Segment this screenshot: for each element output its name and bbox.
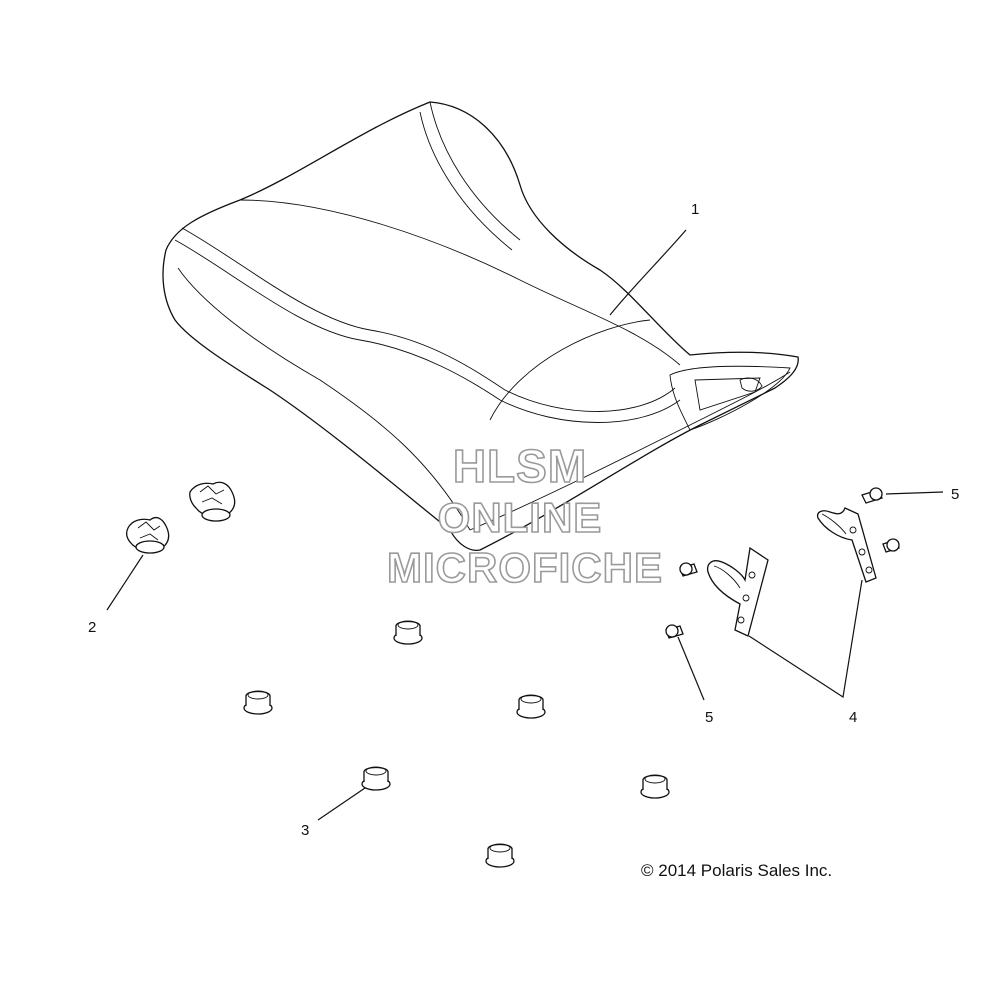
seat-assembly xyxy=(162,101,799,551)
bumper-2 xyxy=(243,690,273,715)
callout-3: 3 xyxy=(301,822,309,839)
callout-5-top: 5 xyxy=(951,486,959,503)
watermark: HLSM ONLINE MICROFICHE xyxy=(386,439,663,592)
screw-a xyxy=(861,487,883,504)
latch-bracket-right xyxy=(816,507,877,583)
bumper-5 xyxy=(640,774,670,799)
watermark-line-2: ONLINE xyxy=(438,494,603,541)
latch-bracket-left xyxy=(706,546,769,637)
watermark-line-1: HLSM xyxy=(453,440,587,492)
watermark-line-3: MICROFICHE xyxy=(387,544,663,591)
latch-grommet-right xyxy=(189,481,236,522)
leader-lines xyxy=(106,229,944,821)
callout-1: 1 xyxy=(691,201,699,218)
copyright-notice: © 2014 Polaris Sales Inc. xyxy=(641,861,832,880)
screw-c xyxy=(679,562,698,577)
screw-d xyxy=(665,624,684,639)
latch-grommet-left xyxy=(126,516,170,554)
bumper-4 xyxy=(361,766,391,791)
callout-2: 2 xyxy=(88,619,96,636)
callout-4: 4 xyxy=(849,709,857,726)
bumper-3 xyxy=(516,694,546,719)
bumper-6 xyxy=(485,843,515,868)
screw-b xyxy=(882,538,900,553)
callout-5-bottom: 5 xyxy=(705,709,713,726)
bumper-1 xyxy=(393,620,423,645)
